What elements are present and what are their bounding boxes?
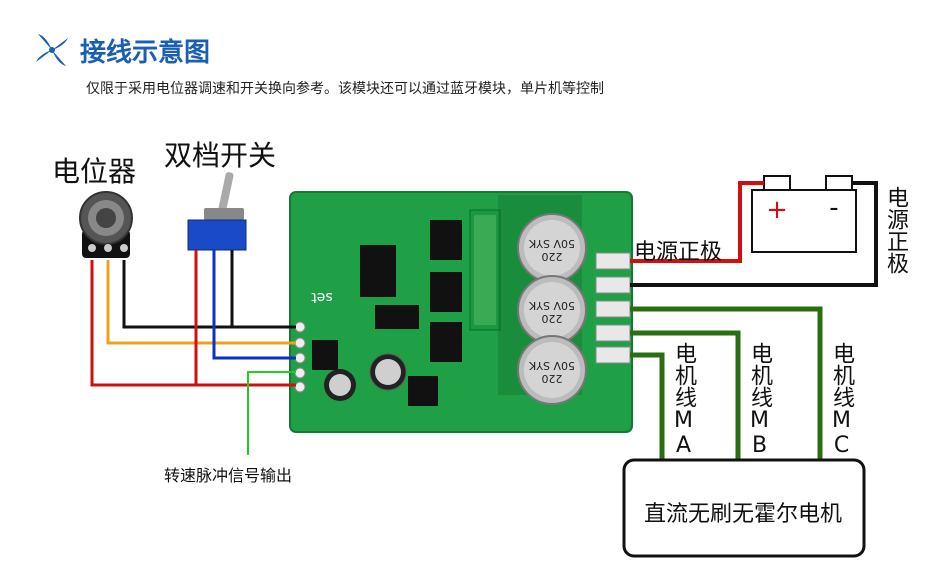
potentiometer-label: 电位器 (52, 155, 137, 188)
svg-text:220: 220 (542, 250, 563, 263)
svg-text:50V SYK: 50V SYK (528, 299, 575, 312)
battery-plus-symbol: + (766, 195, 788, 225)
potentiometer-icon (79, 191, 133, 258)
svg-text:220: 220 (542, 312, 563, 325)
fan-logo-icon (36, 34, 68, 66)
small-capacitor-2 (324, 369, 356, 401)
power-positive-label: 电源正极 (634, 240, 723, 265)
motor-label: 直流无刷无霍尔电机 (644, 502, 843, 527)
header: 接线示意图 (32, 30, 210, 70)
svg-text:50V SYK: 50V SYK (528, 237, 575, 250)
motor-line-a-label: 电机线MA (671, 342, 696, 458)
capacitor-3: 220 50V SYK (517, 335, 587, 405)
motor-line-c-label: 电机线MC (829, 342, 854, 458)
svg-text:220: 220 (542, 372, 563, 385)
motor-line-b-label: 电机线MB (747, 342, 772, 458)
capacitor-1: 220 50V SYK (517, 213, 587, 283)
battery-minus-symbol: - (829, 193, 838, 223)
set-label: set (311, 289, 333, 305)
small-capacitor (369, 353, 407, 391)
power-positive-vertical-label: 电源正极 (883, 186, 908, 274)
speed-pulse-output-label: 转速脉冲信号输出 (164, 466, 293, 485)
page-subtitle: 仅限于采用电位器调速和开关换向参考。该模块还可以通过蓝牙模块，单片机等控制 (86, 81, 604, 97)
page-title: 接线示意图 (80, 37, 211, 68)
capacitor-2: 220 50V SYK (517, 275, 587, 345)
svg-text:50V SYK: 50V SYK (528, 359, 575, 372)
switch-label: 双档开关 (164, 139, 277, 172)
toggle-switch-icon (187, 172, 247, 251)
left-header-pins (294, 321, 306, 393)
battery-icon (751, 175, 857, 253)
right-terminal-pins (595, 252, 631, 364)
motor-box (622, 458, 866, 558)
